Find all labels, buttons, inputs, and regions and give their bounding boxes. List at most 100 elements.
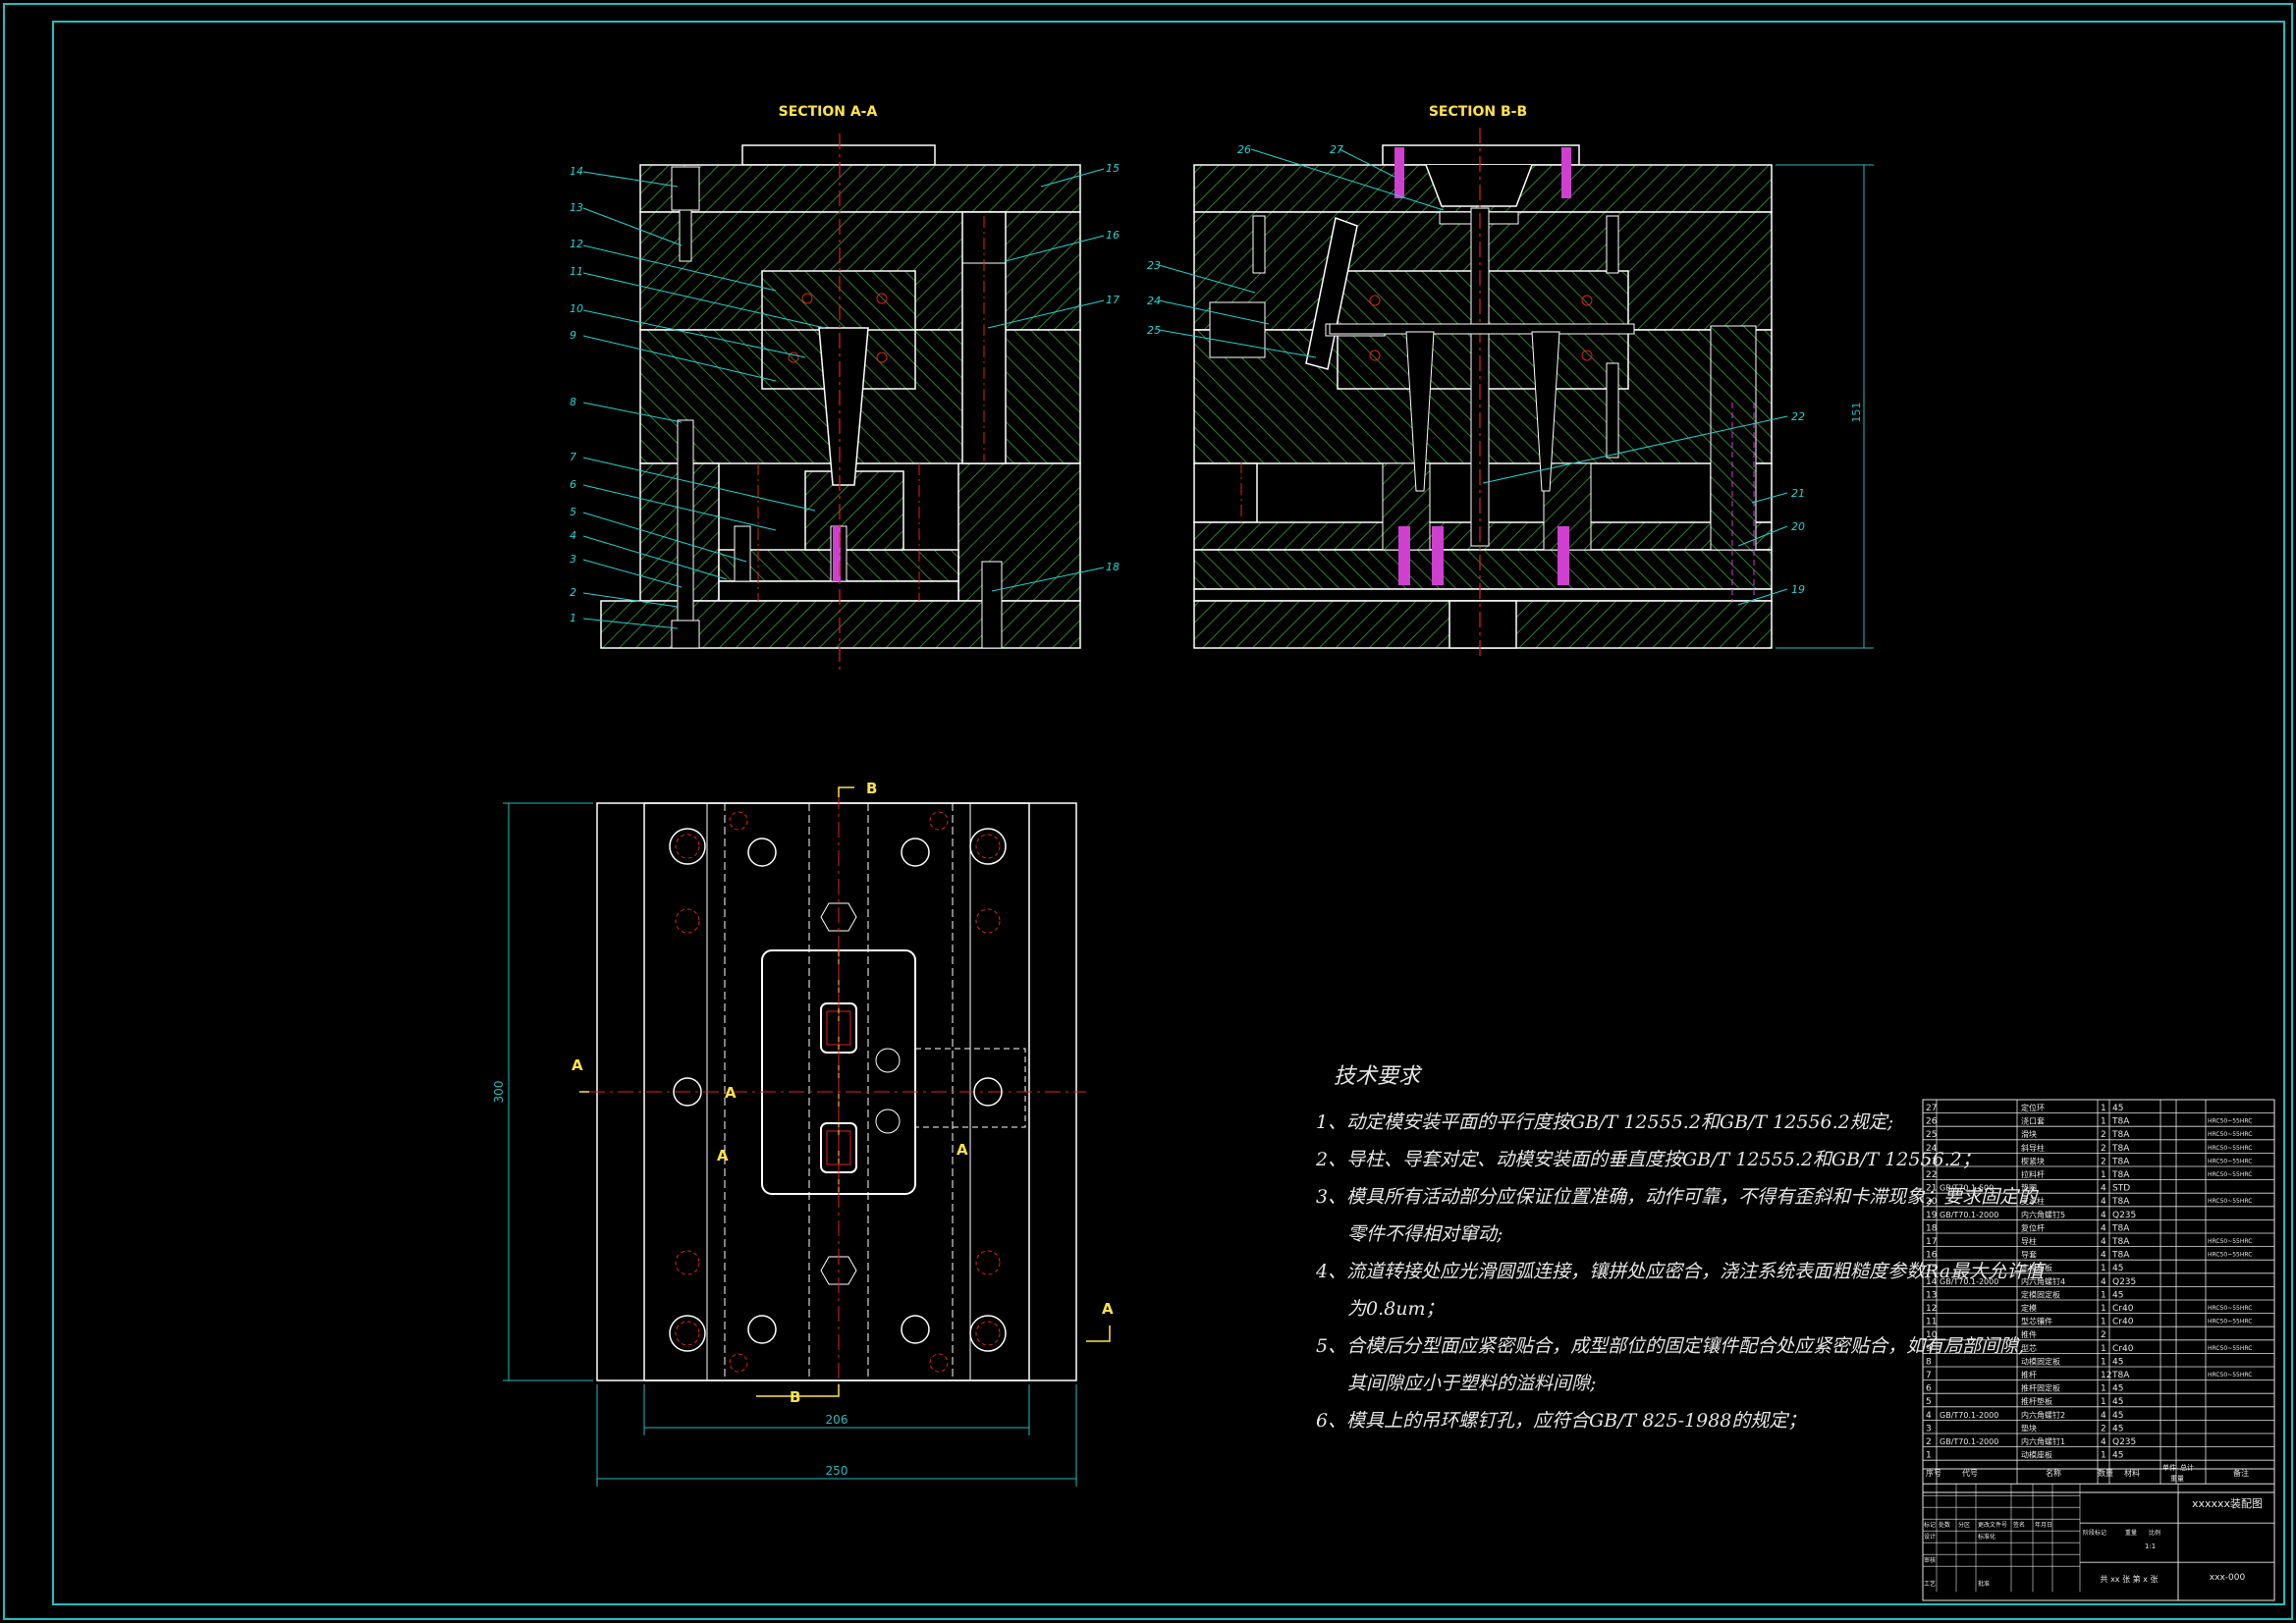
bom-name-10: 推件: [2021, 1329, 2037, 1339]
bom-name-19: 内六角螺钉5: [2021, 1210, 2065, 1219]
bom-qty-4: 4: [2101, 1411, 2106, 1421]
tb-label-scale: 比例: [2149, 1529, 2160, 1537]
bom-name-17: 导柱: [2021, 1236, 2037, 1246]
bom-mat-8: 45: [2112, 1357, 2123, 1367]
bom-mat-5: 45: [2112, 1397, 2123, 1407]
tb-drawing-number: xxx-000: [2210, 1573, 2246, 1583]
bom-note-12: HRC50~55HRC: [2208, 1305, 2252, 1312]
balloon-23: 23: [1147, 259, 1161, 272]
bom-mat-14: Q235: [2112, 1277, 2136, 1287]
bom-no-25: 25: [1926, 1130, 1937, 1140]
outer-border: [3, 3, 2293, 1620]
bom-name-5: 推杆垫板: [2021, 1396, 2052, 1406]
bom-note-25: HRC50~55HRC: [2208, 1131, 2252, 1138]
bom-qty-7: 12: [2101, 1371, 2111, 1380]
bom-no-22: 22: [1926, 1170, 1937, 1180]
dim-151: 151: [1850, 403, 1863, 423]
note-line-5: 5、合模后分型面应紧密贴合，成型部位的固定镶件配合处应紧密贴合，如有局部间隙,: [1316, 1335, 2025, 1357]
bom-qty-5: 1: [2101, 1397, 2106, 1407]
bom-header-name: 名称: [2046, 1468, 2061, 1478]
bom-mat-22: T8A: [2111, 1170, 2130, 1180]
tb-sheet-count: 共 xx 张 第 x 张: [2101, 1574, 2159, 1584]
balloon-13: 13: [570, 201, 583, 214]
bom-qty-16: 4: [2101, 1251, 2106, 1261]
bom-note-24: HRC50~55HRC: [2208, 1145, 2252, 1152]
balloon-27: 27: [1330, 143, 1343, 156]
note-line-2: 2、导柱、导套对定、动模安装面的垂直度按GB/T 12555.2和GB/T 12…: [1316, 1149, 1981, 1170]
spacer-block-right: [957, 462, 1081, 602]
bom-mat-25: T8A: [2111, 1130, 2130, 1140]
bom-mat-18: T8A: [2111, 1223, 2130, 1233]
notes-title: 技术要求: [1334, 1064, 1421, 1089]
bom-name-22: 拉料杆: [2021, 1169, 2045, 1179]
tb-label-approve: 批准: [1978, 1580, 1990, 1588]
bom-header-mat: 材料: [2124, 1468, 2140, 1478]
bom-no-12: 12: [1926, 1304, 1937, 1314]
bom-header-qty: 数量: [2098, 1468, 2113, 1478]
bom-mat-9: Cr40: [2112, 1344, 2134, 1354]
note-line-4: 4、流道转接处应光滑圆弧连接，镶拼处应密合，浇注系统表面粗糙度参数Ra最大允许值: [1316, 1261, 2045, 1282]
bom-name-15: 定模座板: [2021, 1263, 2052, 1272]
dim-206: 206: [826, 1413, 848, 1427]
tb-label-count: 处数: [1939, 1521, 1950, 1529]
balloon-4: 4: [570, 529, 576, 542]
bom-mat-2: Q235: [2112, 1437, 2136, 1447]
bom-no-27: 27: [1926, 1104, 1937, 1113]
bom-mat-27: 45: [2112, 1104, 2123, 1113]
bom-no-6: 6: [1926, 1384, 1932, 1394]
balloon-21: 21: [1791, 487, 1805, 500]
bom-qty-9: 1: [2101, 1344, 2106, 1354]
tb-label-stage-mark: 阶段标记: [2083, 1529, 2106, 1537]
bom-no-9: 9: [1926, 1344, 1932, 1354]
balloon-14: 14: [570, 165, 583, 178]
balloon-8: 8: [570, 396, 576, 408]
balloon-26: 26: [1237, 143, 1251, 156]
bom-name-18: 复位杆: [2021, 1222, 2045, 1232]
tb-label-date: 年月日: [2035, 1521, 2052, 1529]
section-bb-title: SECTION B-B: [1429, 104, 1527, 120]
bom-note-23: HRC50~55HRC: [2208, 1158, 2252, 1164]
bom-name-24: 斜导柱: [2021, 1143, 2045, 1153]
fixed-clamp-plate: [639, 164, 1081, 213]
bom-name-2: 内六角螺钉1: [2021, 1436, 2065, 1446]
note-line-5b: 其间隙应小于塑料的溢料间隙;: [1347, 1373, 1597, 1394]
balloon-16: 16: [1106, 229, 1120, 242]
note-line-1: 1、动定模安装平面的平行度按GB/T 12555.2和GB/T 12556.2规…: [1316, 1111, 1894, 1133]
bom-name-16: 导套: [2021, 1250, 2037, 1260]
bom-no-16: 16: [1926, 1251, 1938, 1261]
bom-note-7: HRC50~55HRC: [2208, 1372, 2252, 1379]
bom-no-7: 7: [1926, 1371, 1932, 1380]
bom-name-13: 定模固定板: [2021, 1289, 2060, 1299]
balloon-22: 22: [1791, 410, 1805, 423]
bom-qty-19: 4: [2101, 1211, 2106, 1220]
bom-qty-1: 1: [2101, 1451, 2106, 1461]
section-mark-a-lower-right: A: [957, 1141, 968, 1159]
note-line-3b: 零件不得相对窜动;: [1347, 1223, 1503, 1245]
bom-name-7: 推杆: [2021, 1370, 2037, 1380]
bom-no-10: 10: [1926, 1330, 1938, 1340]
bom-mat-15: 45: [2112, 1264, 2123, 1273]
bom-no-17: 17: [1926, 1237, 1937, 1247]
bom-qty-25: 2: [2101, 1130, 2106, 1140]
bom-no-4: 4: [1926, 1411, 1932, 1421]
balloon-7: 7: [570, 451, 576, 463]
bom-no-13: 13: [1926, 1290, 1937, 1300]
bom-name-8: 动模固定板: [2021, 1356, 2060, 1366]
bom-no-1: 1: [1926, 1451, 1932, 1461]
balloon-25: 25: [1147, 324, 1161, 337]
bom-mat-23: T8A: [2111, 1157, 2130, 1166]
bom-mat-11: Cr40: [2112, 1318, 2134, 1327]
bom-mat-20: T8A: [2111, 1197, 2130, 1207]
bom-header-unit-weight: 单件: [2162, 1463, 2176, 1472]
tb-label-change-doc: 更改文件号: [1978, 1521, 2007, 1529]
balloon-6: 6: [570, 478, 576, 491]
bom-mat-7: T8A: [2111, 1371, 2130, 1380]
bom-header-note: 备注: [2233, 1468, 2249, 1478]
tb-label-zone: 分区: [1958, 1521, 1970, 1529]
balloon-17: 17: [1106, 294, 1120, 306]
bom-name-11: 型芯镶件: [2021, 1317, 2052, 1326]
bom-std-21: GB/T70.1-500: [1940, 1184, 1994, 1193]
bom-qty-26: 1: [2101, 1117, 2106, 1127]
bom-qty-15: 1: [2101, 1264, 2106, 1273]
